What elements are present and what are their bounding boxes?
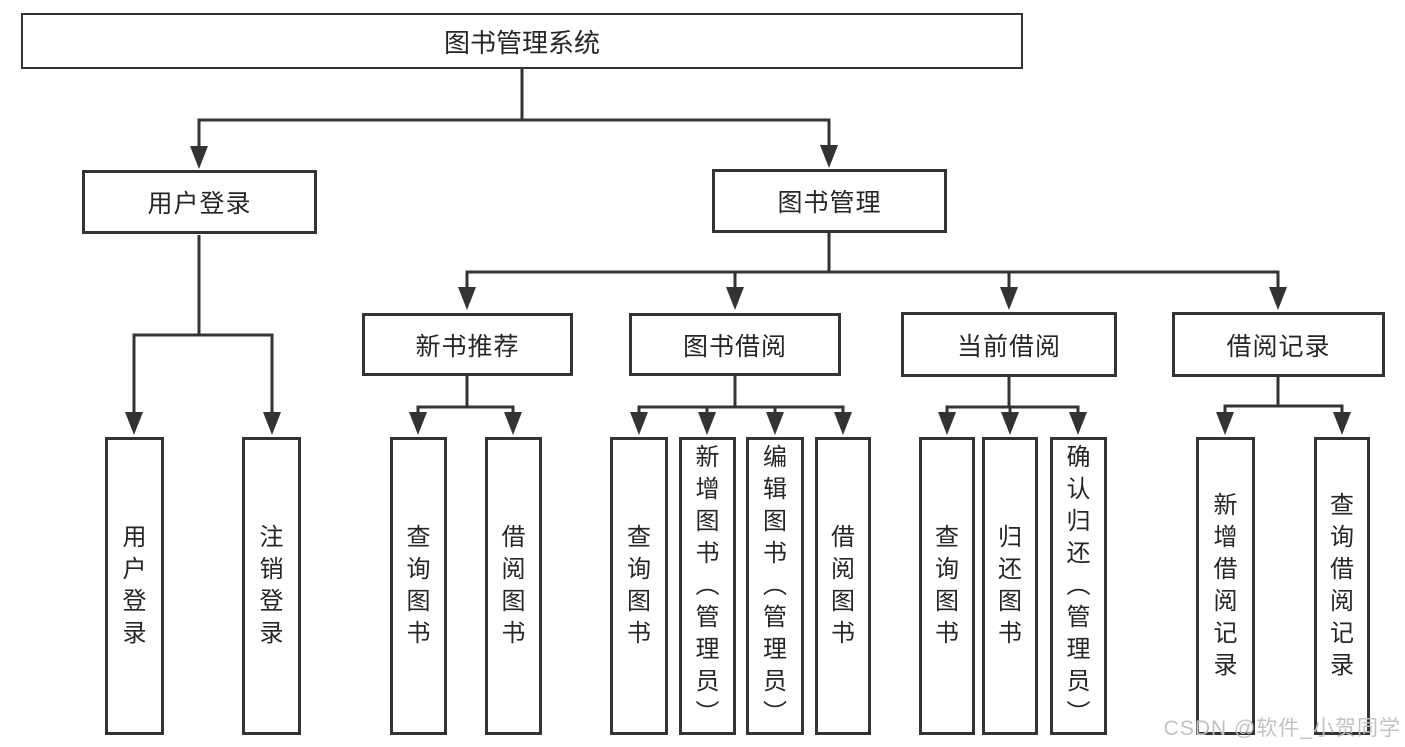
leaf-label: 编辑图书︵管理员︶ — [763, 444, 787, 727]
node-label: 图书借阅 — [682, 332, 787, 361]
leaf-query-books-borrowing: 查询图书 — [610, 437, 668, 735]
leaf-user-login: 用户登录 — [105, 437, 164, 735]
leaf-label: 注销登录 — [259, 524, 284, 647]
node-label: 借阅记录 — [1226, 332, 1331, 361]
leaf-query-borrow-record: 查询借阅记录 — [1314, 437, 1370, 735]
leaf-label: 查询图书 — [935, 524, 959, 647]
leaf-label: 借阅图书 — [831, 524, 855, 647]
leaf-confirm-return-admin: 确认归还︵管理员︶ — [1050, 437, 1107, 735]
leaf-label: 用户登录 — [122, 524, 147, 647]
node-label: 图书管理系统 — [443, 27, 600, 58]
leaf-label: 新增借阅记录 — [1213, 492, 1238, 679]
leaf-query-books-current: 查询图书 — [919, 437, 975, 735]
node-label: 当前借阅 — [956, 332, 1061, 361]
leaf-borrow-books: 借阅图书 — [815, 437, 871, 735]
leaf-query-books-recommend: 查询图书 — [390, 437, 447, 735]
leaf-return-books: 归还图书 — [982, 437, 1038, 735]
leaf-label: 归还图书 — [998, 524, 1022, 647]
node-label: 用户登录 — [147, 190, 252, 218]
node-current-borrowing: 当前借阅 — [901, 312, 1117, 377]
node-borrowing-records: 借阅记录 — [1172, 312, 1385, 377]
leaf-add-borrow-record: 新增借阅记录 — [1196, 437, 1255, 735]
leaf-label: 确认归还︵管理员︶ — [1066, 444, 1091, 727]
node-label: 图书管理 — [777, 189, 882, 217]
node-book-management: 图书管理 — [712, 169, 947, 233]
leaf-label: 查询图书 — [627, 524, 651, 647]
node-user-login: 用户登录 — [82, 170, 317, 234]
node-new-book-recommendation: 新书推荐 — [362, 313, 573, 376]
leaf-label: 查询图书 — [406, 524, 431, 647]
leaf-add-books-admin: 新增图书︵管理员︶ — [679, 437, 736, 735]
leaf-label: 查询借阅记录 — [1330, 492, 1354, 679]
leaf-borrow-books-recommend: 借阅图书 — [485, 437, 542, 735]
node-book-borrowing: 图书借阅 — [629, 313, 841, 376]
leaf-edit-books-admin: 编辑图书︵管理员︶ — [746, 437, 804, 735]
leaf-label: 新增图书︵管理员︶ — [695, 444, 720, 727]
leaf-label: 借阅图书 — [501, 524, 526, 647]
watermark-text: CSDN @软件_小贺同学 — [1163, 717, 1401, 740]
leaf-logout: 注销登录 — [242, 437, 301, 735]
node-library-management-system: 图书管理系统 — [21, 13, 1023, 69]
node-label: 新书推荐 — [415, 332, 520, 361]
